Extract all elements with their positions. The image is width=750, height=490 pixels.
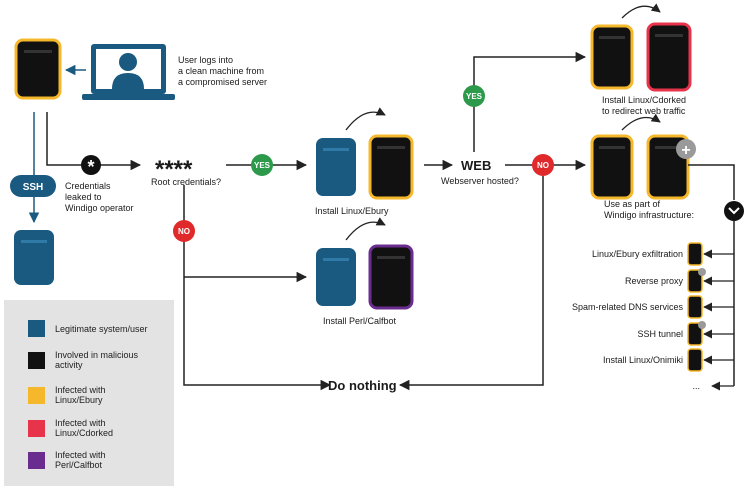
legend-item: Legitimate system/user <box>28 320 148 337</box>
cdorked-ebury-server-icon <box>590 24 634 90</box>
legend-swatch <box>28 419 45 437</box>
svg-text:NO: NO <box>178 227 190 236</box>
do-nothing-text: Do nothing <box>328 378 397 393</box>
calfbot-transform-arrow <box>345 217 386 241</box>
infra-item-label: ... <box>692 381 700 391</box>
chevron-down-icon <box>724 201 744 221</box>
credentials-path-arrow <box>46 112 142 171</box>
svg-text:+: + <box>681 142 690 159</box>
legend-label: Infected with Linux/Ebury <box>55 385 106 405</box>
ebury-legit-server-icon <box>316 138 356 196</box>
ebury-infected-server-icon <box>368 134 414 200</box>
infra-item-label: Spam-related DNS services <box>572 302 684 312</box>
compromised-server-icon <box>14 38 62 100</box>
legend-item: Infected with Linux/Ebury <box>28 385 106 405</box>
stars-text: **** <box>155 156 193 183</box>
infra-down-line <box>688 164 735 200</box>
infra-item-server-icon <box>687 348 703 372</box>
svg-text:YES: YES <box>254 161 271 170</box>
web-text: WEB <box>461 158 491 173</box>
legend-item: Involved in malicious activity <box>28 350 138 370</box>
ssh-badge: SSH <box>10 175 56 197</box>
infra-item-server-icon <box>687 321 706 346</box>
legitimate-server-icon <box>14 230 54 285</box>
svg-text:NO: NO <box>537 161 549 170</box>
no-badge-root: NO <box>173 220 195 242</box>
legend-swatch <box>28 320 45 337</box>
asterisk-badge: * <box>81 155 101 177</box>
calfbot-legit-server-icon <box>316 248 356 306</box>
install-ebury-text: Install Linux/Ebury <box>315 206 389 216</box>
infra-item-label: SSH tunnel <box>637 329 683 339</box>
webserver-hosted-text: Webserver hosted? <box>441 176 519 186</box>
infra-ebury-server-icon <box>590 134 634 200</box>
svg-text:SSH: SSH <box>23 182 44 193</box>
yes-badge-ebury: YES <box>251 154 273 176</box>
infra-transform-arrow <box>621 113 661 131</box>
yes-cdorked-arrow <box>473 51 587 152</box>
infra-item-server-icon <box>687 268 706 293</box>
legend-swatch <box>28 451 45 469</box>
legend-label: Infected with Perl/Calfbot <box>55 450 106 470</box>
infra-item-label: Install Linux/Onimiki <box>603 355 683 365</box>
cdorked-infected-server-icon <box>646 22 692 92</box>
yes-badge-web: YES <box>463 85 485 107</box>
infra-item-label: Reverse proxy <box>625 276 684 286</box>
web-no-do-nothing-arrow <box>398 176 544 391</box>
no-do-nothing-arrow <box>183 185 332 391</box>
legend-swatch <box>28 386 45 404</box>
calfbot-infected-server-icon <box>368 244 414 310</box>
infra-item-server-icon <box>687 242 703 266</box>
svg-text:*: * <box>87 157 94 177</box>
legend-item: Infected with Perl/Calfbot <box>28 450 106 470</box>
infra-item-server-icon <box>687 295 703 319</box>
legend-label: Involved in malicious activity <box>55 350 139 370</box>
laptop-user-icon <box>82 44 175 100</box>
ebury-transform-arrow <box>345 107 386 131</box>
legend-item: Infected with Linux/Cdorked <box>28 418 113 438</box>
infra-item-label: Linux/Ebury exfiltration <box>592 249 683 259</box>
install-calfbot-text: Install Perl/Calfbot <box>323 316 397 326</box>
legend-label: Legitimate system/user <box>55 323 148 334</box>
legend-label: Infected with Linux/Cdorked <box>55 418 114 438</box>
svg-text:YES: YES <box>466 92 483 101</box>
root-credentials-text: Root credentials? <box>151 177 221 187</box>
cdorked-transform-arrow <box>621 3 661 19</box>
legend-swatch <box>28 351 45 369</box>
plus-icon: + <box>676 139 696 159</box>
no-badge-web: NO <box>532 154 554 176</box>
